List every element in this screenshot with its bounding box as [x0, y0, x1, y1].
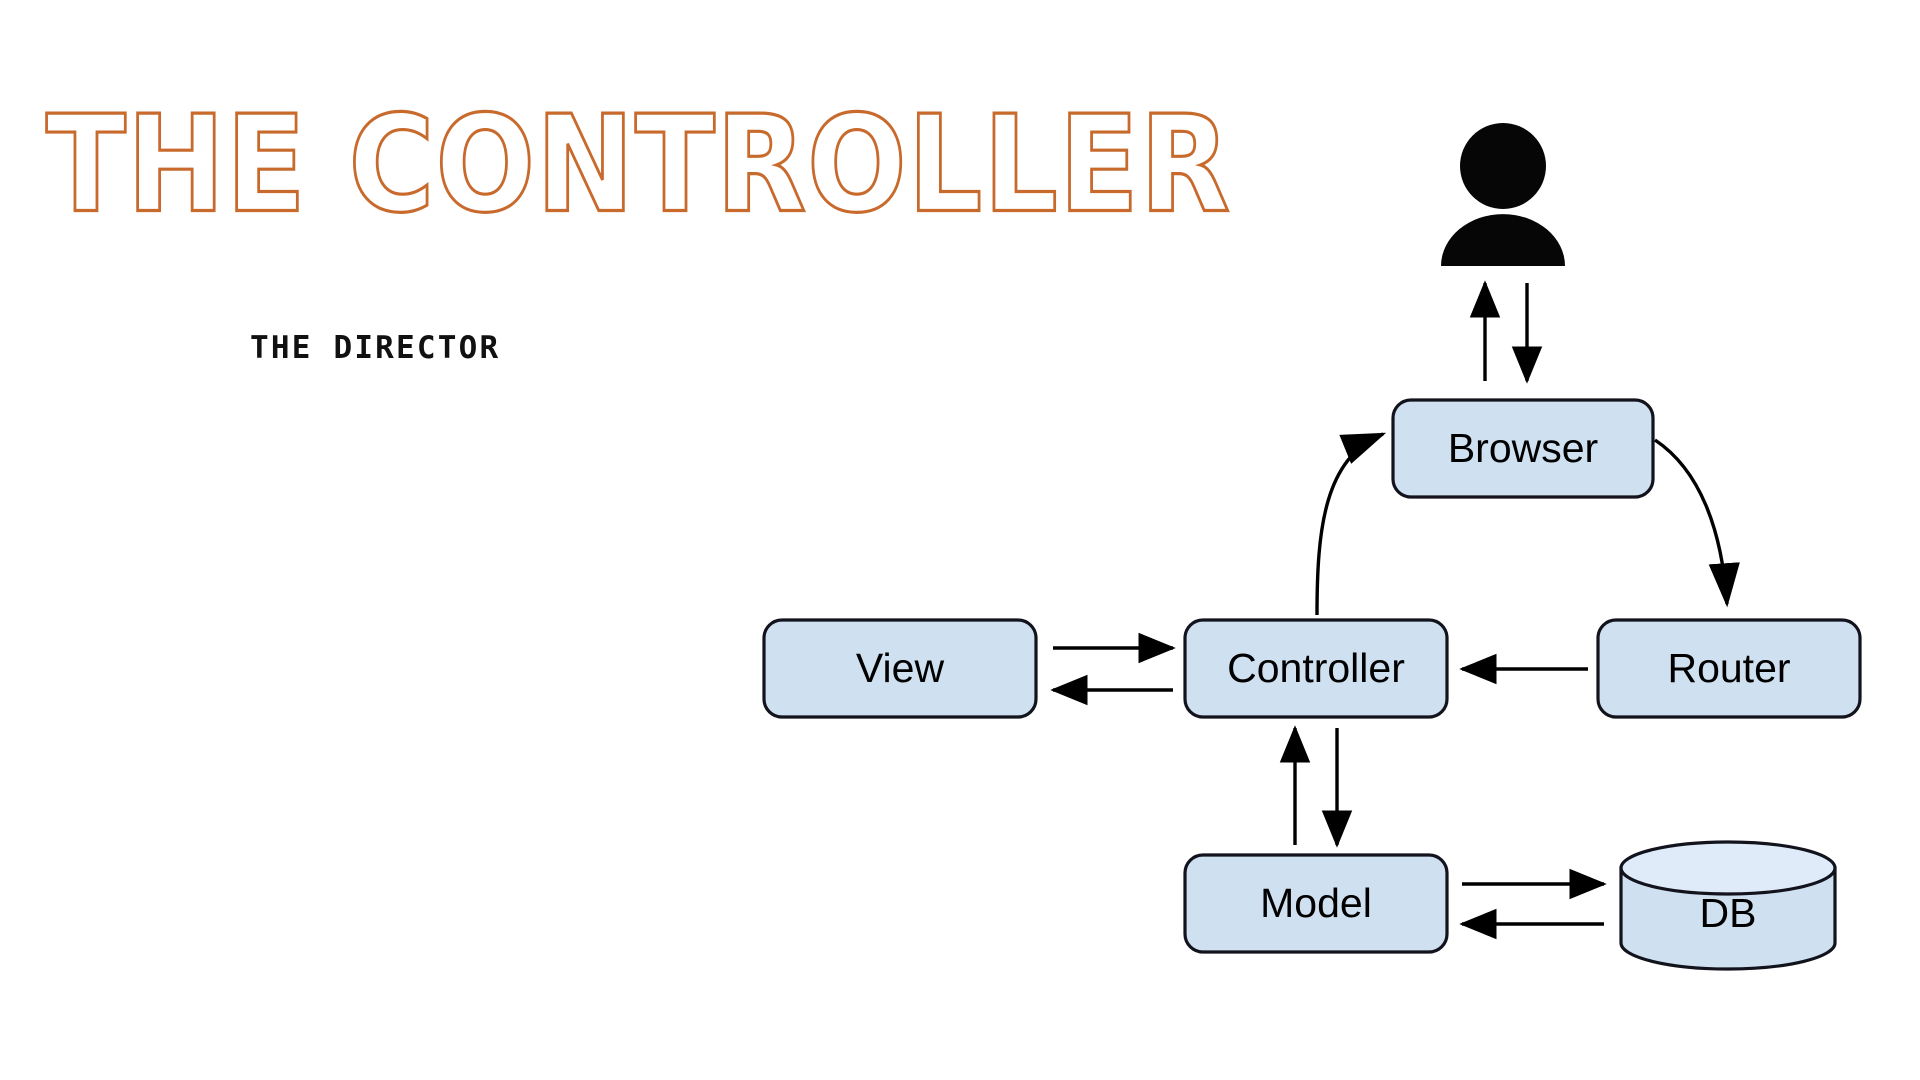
router-label: Router [1667, 645, 1790, 691]
node-router[interactable]: Router [1596, 618, 1862, 719]
edge-browser-to-router [1654, 438, 1740, 608]
db-cylinder-top [1619, 840, 1837, 896]
node-browser[interactable]: Browser [1391, 398, 1655, 499]
db-label: DB [1700, 890, 1757, 936]
view-box[interactable] [762, 618, 1038, 719]
browser-label: Browser [1448, 425, 1598, 471]
model-box[interactable] [1183, 853, 1449, 954]
node-model[interactable]: Model [1183, 853, 1449, 954]
person-icon [1441, 123, 1565, 266]
db-cylinder-body[interactable] [1619, 866, 1837, 971]
node-db[interactable]: DB [1619, 840, 1837, 971]
node-view[interactable]: View [762, 618, 1038, 719]
title-container: THE CONTROLLER [45, 86, 1232, 246]
controller-box[interactable] [1183, 618, 1449, 719]
model-label: Model [1260, 880, 1372, 926]
person-head-icon [1460, 123, 1546, 209]
person-body-icon [1441, 214, 1565, 266]
edge-controller-to-browser [1315, 432, 1387, 616]
controller-label: Controller [1227, 645, 1405, 691]
browser-box[interactable] [1391, 398, 1655, 499]
slide-subtitle: THE DIRECTOR [250, 330, 501, 366]
node-controller[interactable]: Controller [1183, 618, 1449, 719]
view-label: View [856, 645, 945, 691]
page-title: THE CONTROLLER [45, 86, 1232, 243]
router-box[interactable] [1596, 618, 1862, 719]
